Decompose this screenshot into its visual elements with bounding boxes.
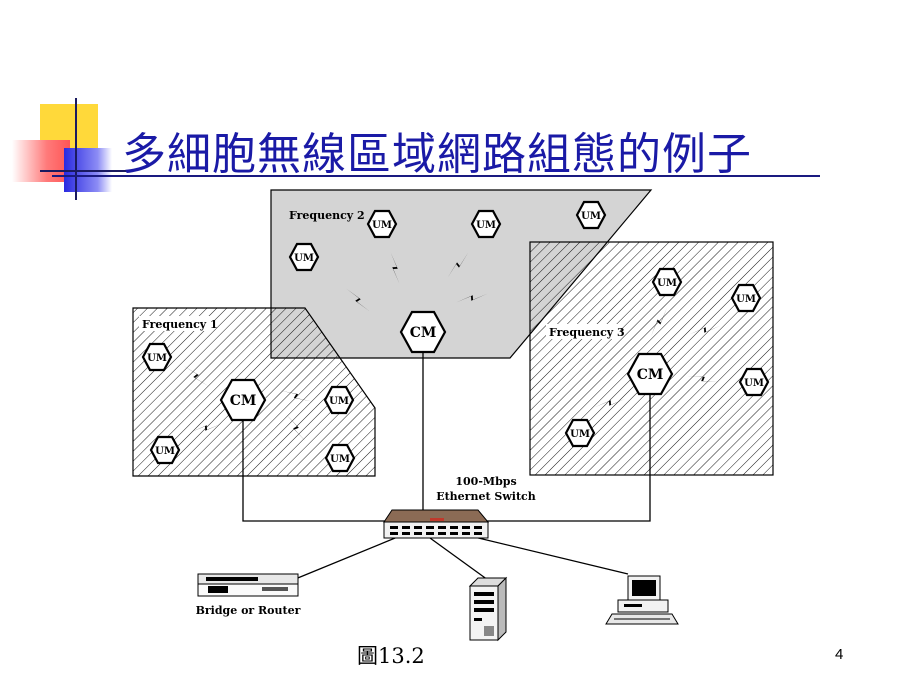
um-node: UM bbox=[651, 267, 683, 297]
deco-horizontal-line bbox=[40, 170, 130, 172]
deco-vertical-line bbox=[75, 98, 77, 200]
slide-title: 多細胞無線區域網路組態的例子 bbox=[122, 129, 752, 180]
cell-3-label: Frequency 3 bbox=[549, 326, 625, 339]
um-label: UM bbox=[372, 220, 392, 231]
um-node: UM bbox=[470, 209, 502, 239]
um-label: UM bbox=[736, 294, 756, 305]
um-label: UM bbox=[581, 211, 601, 222]
um-label: UM bbox=[294, 253, 314, 264]
um-node: UM bbox=[575, 200, 607, 230]
um-node: UM bbox=[730, 283, 762, 313]
router-label: Bridge or Router bbox=[196, 604, 301, 617]
nodes: CM UM UM UM UM CM UM UM UM UM CM UM UM U… bbox=[141, 200, 770, 473]
cell-2-label: Frequency 2 bbox=[289, 209, 365, 222]
cell-3-label-bg bbox=[546, 324, 620, 339]
um-node: UM bbox=[288, 242, 320, 272]
cm-node-1: CM bbox=[219, 378, 267, 422]
um-label: UM bbox=[476, 220, 496, 231]
um-node: UM bbox=[149, 435, 181, 465]
um-label: UM bbox=[744, 378, 764, 389]
cm-2-label: CM bbox=[410, 325, 437, 341]
um-node: UM bbox=[738, 367, 770, 397]
cm-node-2: CM bbox=[399, 310, 447, 354]
cm-3-label: CM bbox=[637, 367, 664, 383]
cell-frequency-2 bbox=[270, 189, 653, 359]
server-icon bbox=[468, 576, 508, 642]
ethernet-cables bbox=[242, 345, 651, 583]
page-number: 4 bbox=[835, 646, 844, 663]
um-node: UM bbox=[564, 418, 596, 448]
um-node: UM bbox=[323, 385, 355, 415]
title-underline bbox=[52, 175, 820, 177]
switch-label-line1: 100-Mbps bbox=[455, 475, 516, 488]
um-label: UM bbox=[657, 278, 677, 289]
workstation-icon bbox=[605, 575, 679, 625]
cell-1-label: Frequency 1 bbox=[142, 318, 218, 331]
switch-label-line2: Ethernet Switch bbox=[436, 490, 536, 503]
bridge-router-icon bbox=[197, 573, 299, 597]
cell-1-label-bg bbox=[139, 316, 213, 331]
um-node: UM bbox=[366, 209, 398, 239]
um-label: UM bbox=[329, 396, 349, 407]
um-label: UM bbox=[570, 429, 590, 440]
ethernet-switch-icon bbox=[383, 509, 490, 539]
figure-caption: 圖13.2 bbox=[357, 644, 425, 668]
um-label: UM bbox=[155, 446, 175, 457]
cm-node-3: CM bbox=[626, 352, 674, 396]
um-label: UM bbox=[330, 454, 350, 465]
cm-1-label: CM bbox=[230, 393, 257, 409]
um-node: UM bbox=[324, 443, 356, 473]
um-label: UM bbox=[147, 353, 167, 364]
um-node: UM bbox=[141, 342, 173, 372]
